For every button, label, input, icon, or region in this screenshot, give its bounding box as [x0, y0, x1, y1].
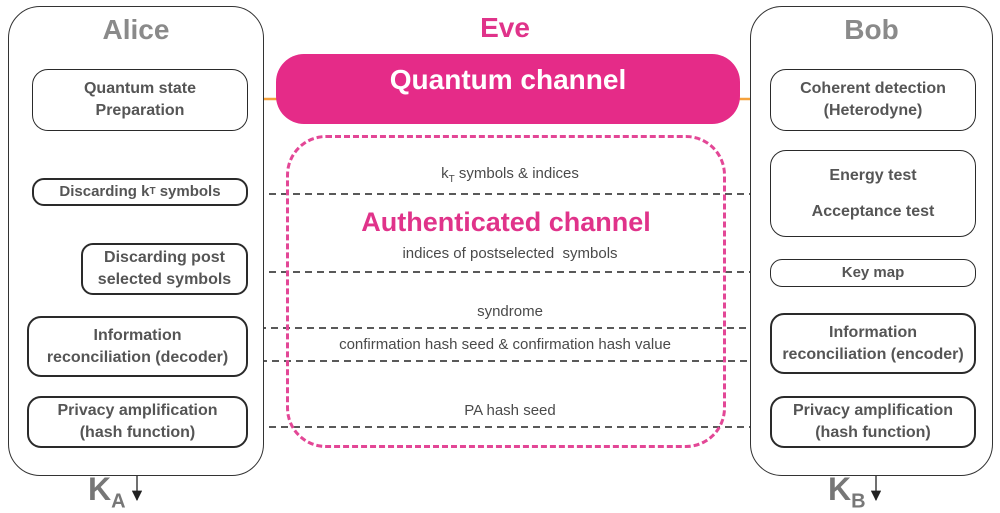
msg-kt-sub: T — [448, 174, 455, 185]
bob-key-map: Key map — [770, 259, 976, 287]
alice-discarding-kt-sub: T — [149, 186, 156, 197]
bob-coherent-detection: Coherent detection (Heterodyne) — [770, 69, 976, 131]
alice-privacy-amplification: Privacy amplification (hash function) — [27, 396, 248, 448]
bob-information-reconciliation: Information reconciliation (encoder) — [770, 313, 976, 374]
alice-key: KA — [88, 471, 126, 513]
quantum-channel: Quantum channel — [276, 54, 740, 124]
alice-title: Alice — [102, 14, 170, 45]
bob-key: KB — [828, 471, 866, 513]
msg-pa-seed-label: PA hash seed — [464, 402, 556, 419]
msg-indices-label: indices of postselected symbols — [402, 245, 618, 262]
bob-privacy-amplification: Privacy amplification (hash function) — [770, 396, 976, 448]
msg-kt-label: kT symbols & indices — [330, 165, 690, 185]
bob-tests: Energy test Acceptance test — [770, 150, 976, 237]
msg-syndrome-label: syndrome — [477, 303, 543, 320]
bob-title: Bob — [844, 14, 899, 45]
alice-key-sub: A — [111, 490, 126, 513]
bob-acceptance-test: Acceptance test — [811, 202, 935, 220]
alice-discarding-kt-post: symbols — [155, 183, 221, 200]
bob-key-sub: B — [851, 490, 866, 513]
bob-key-symbol: K — [828, 471, 852, 507]
msg-kt-pre: k — [441, 165, 449, 182]
alice-key-symbol: K — [88, 471, 112, 507]
quantum-channel-label: Quantum channel — [389, 64, 627, 95]
alice-state-preparation: Quantum state Preparation — [32, 69, 248, 131]
alice-discarding-kt-pre: Discarding k — [59, 183, 150, 200]
authenticated-channel-title: Authenticated channel — [361, 207, 651, 237]
alice-information-reconciliation: Information reconciliation (decoder) — [27, 316, 248, 377]
alice-discarding-post-selected: Discarding post selected symbols — [81, 243, 248, 295]
msg-confirmation-label: confirmation hash seed & confirmation ha… — [339, 336, 671, 353]
msg-kt-post: symbols & indices — [454, 165, 579, 182]
eve-title: Eve — [480, 12, 530, 43]
authenticated-channel — [286, 135, 726, 448]
bob-energy-test: Energy test — [829, 166, 917, 184]
